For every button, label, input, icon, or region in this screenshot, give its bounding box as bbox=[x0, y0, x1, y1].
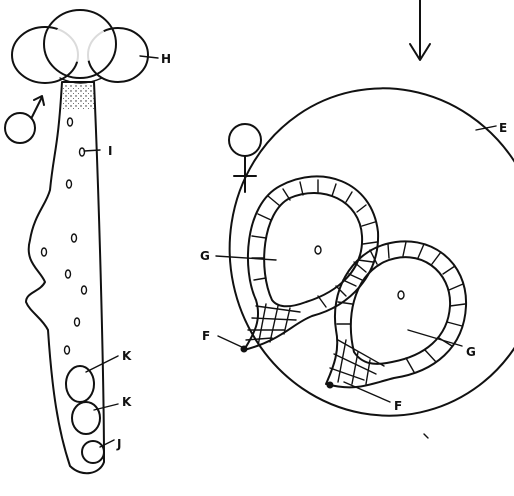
head-lobes bbox=[12, 10, 148, 83]
k-cell-lower bbox=[72, 402, 100, 434]
k-cell-upper bbox=[66, 366, 94, 402]
label-g-right: G bbox=[466, 345, 476, 359]
label-j: J bbox=[116, 437, 121, 451]
egg-sac-right-inner bbox=[351, 257, 450, 364]
egg-sac-right-outer bbox=[326, 241, 466, 387]
label-f-right: F bbox=[394, 399, 402, 413]
male-symbol bbox=[5, 96, 44, 143]
egg-sac-left-inner bbox=[264, 193, 362, 306]
neck-stipple bbox=[62, 84, 95, 110]
down-arrow-icon bbox=[410, 0, 430, 60]
label-g-left: G bbox=[200, 249, 210, 263]
male-organism: H I K K J bbox=[5, 10, 171, 473]
j-cell bbox=[82, 441, 104, 463]
egg-sac-right-segments bbox=[330, 242, 465, 384]
label-k-upper: K bbox=[122, 349, 132, 363]
label-i: I bbox=[108, 144, 112, 158]
male-body-outline bbox=[26, 82, 104, 473]
label-k-lower: K bbox=[122, 395, 132, 409]
stray-mark bbox=[424, 434, 428, 438]
female-organism: E G G F F bbox=[199, 0, 514, 445]
nucleus-left bbox=[315, 246, 321, 254]
label-e: E bbox=[499, 121, 507, 135]
nucleus-right bbox=[398, 291, 404, 299]
body-cells bbox=[42, 118, 87, 354]
pore-right bbox=[327, 382, 334, 389]
label-f-left: F bbox=[202, 329, 210, 343]
label-h: H bbox=[161, 52, 171, 66]
